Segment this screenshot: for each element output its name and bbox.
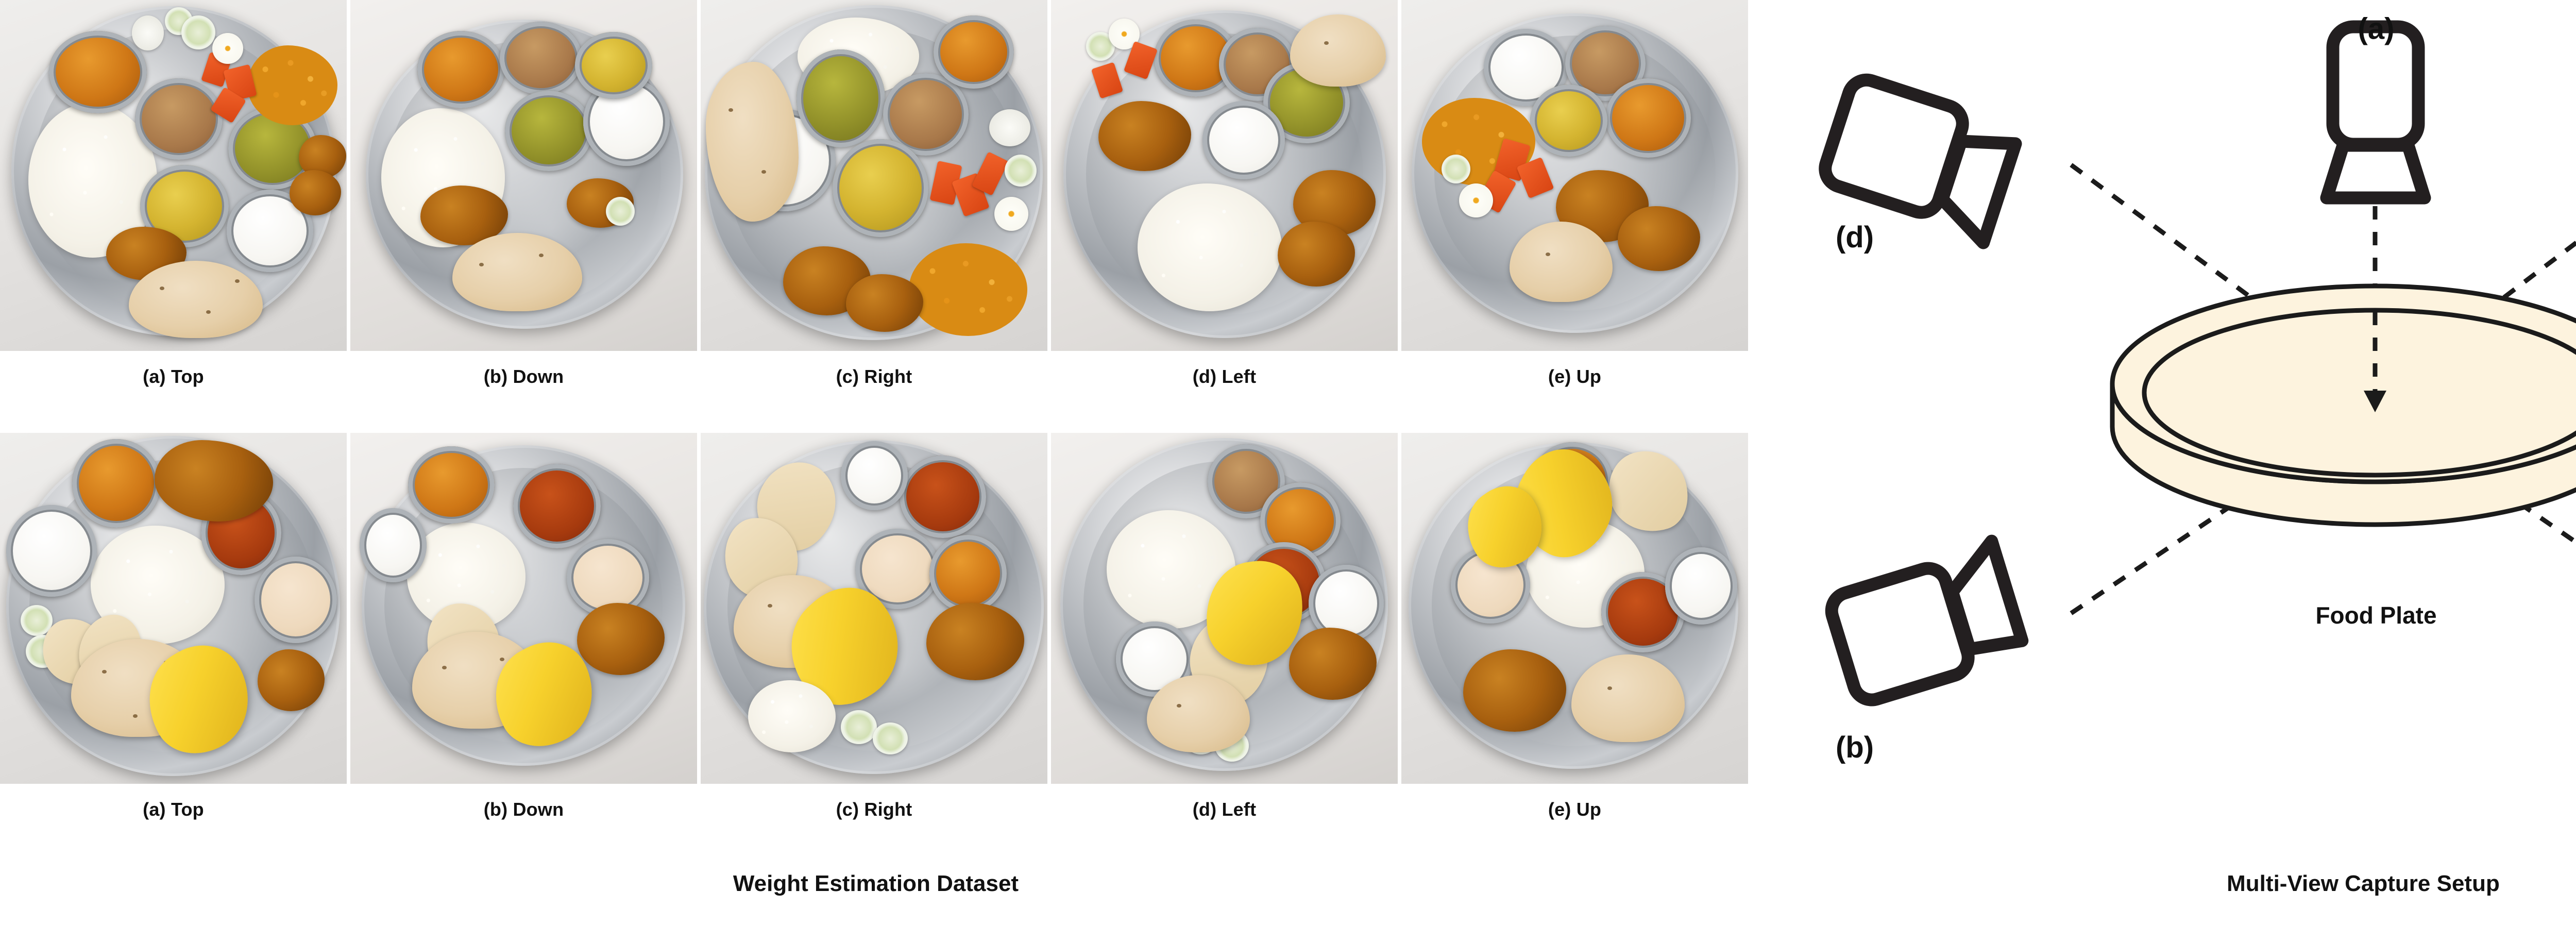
dataset-row-1 (0, 0, 1752, 351)
caption-2-right: (c) Right (836, 799, 912, 820)
multi-view-capture-setup-panel: (a) (d) (e) (b) (c) Food Plate (1752, 0, 2576, 925)
dataset-row-2-captions: (a) Top (b) Down (c) Right (d) Left (e) … (0, 799, 1752, 830)
caption-1-up: (e) Up (1548, 366, 1602, 387)
sight-line-top-arrow (2364, 312, 2386, 412)
left-panel-title: Weight Estimation Dataset (733, 871, 1019, 896)
caption-1-top: (a) Top (143, 366, 204, 387)
thali-photo-2-left (1051, 433, 1398, 784)
camera-a-label: (a) (2358, 12, 2395, 46)
camera-a-icon[interactable] (2320, 20, 2431, 205)
right-panel-title: Multi-View Capture Setup (2227, 871, 2500, 896)
caption-2-left: (d) Left (1192, 799, 1257, 820)
thali-photo-1-top (0, 0, 347, 351)
food-plate-graphic (2110, 283, 2576, 527)
dataset-row-2 (0, 433, 1752, 784)
caption-2-up: (e) Up (1548, 799, 1602, 820)
thali-photo-2-right (701, 433, 1047, 784)
camera-d-label: (d) (1836, 221, 1874, 254)
caption-1-right: (c) Right (836, 366, 912, 387)
caption-2-down: (b) Down (483, 799, 564, 820)
weight-estimation-dataset-panel: (a) Top (b) Down (c) Right (d) Left (e) … (0, 0, 1752, 830)
camera-b-icon[interactable] (1825, 534, 2029, 707)
caption-1-down: (b) Down (483, 366, 564, 387)
caption-1-left: (d) Left (1192, 366, 1257, 387)
dataset-row-1-captions: (a) Top (b) Down (c) Right (d) Left (e) … (0, 366, 1752, 397)
thali-photo-1-right (701, 0, 1047, 351)
thali-photo-1-down (350, 0, 697, 351)
caption-2-top: (a) Top (143, 799, 204, 820)
thali-photo-2-down (350, 433, 697, 784)
camera-b-label: (b) (1836, 731, 1874, 764)
camera-d-icon[interactable] (1818, 73, 2022, 249)
thali-photo-2-up (1401, 433, 1748, 784)
food-plate-label: Food Plate (2315, 602, 2436, 629)
thali-photo-1-left (1051, 0, 1398, 351)
thali-photo-1-up (1401, 0, 1748, 351)
thali-photo-2-top (0, 433, 347, 784)
